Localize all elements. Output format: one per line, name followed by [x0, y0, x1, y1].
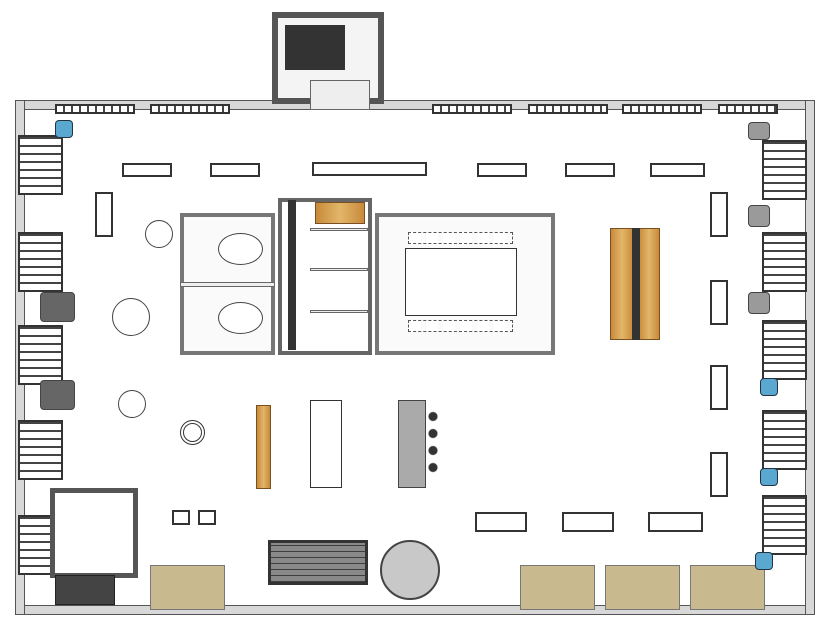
wooden-bench	[610, 228, 634, 340]
shelf	[95, 192, 113, 237]
window-bottom-2	[520, 565, 595, 610]
revolving-door	[380, 540, 440, 600]
kitchen-island	[398, 400, 426, 488]
accent-chair	[760, 378, 778, 396]
desk-row	[565, 163, 615, 177]
kitchen-counter	[312, 162, 427, 176]
corner-room-mat	[55, 575, 115, 605]
shelf	[710, 452, 728, 497]
restroom-wall	[310, 268, 368, 271]
conference-chairs	[408, 232, 513, 244]
lounge-chair	[40, 380, 75, 410]
restroom-wall	[310, 228, 368, 231]
window-right-5	[762, 495, 807, 555]
lounge-chair	[40, 292, 75, 322]
window-bottom-3	[605, 565, 680, 610]
wooden-table	[256, 405, 271, 489]
desk-cluster	[648, 512, 703, 532]
core-wall	[288, 200, 296, 350]
window-right-4	[762, 410, 807, 470]
desk-cluster	[475, 512, 527, 532]
lounge-chair	[748, 205, 770, 227]
small-table	[198, 510, 216, 525]
window-left-4	[18, 420, 63, 480]
small-table	[172, 510, 190, 525]
restroom-wall	[310, 310, 368, 313]
window-left-3	[18, 325, 63, 385]
accent-chair	[55, 120, 73, 138]
shelf	[710, 365, 728, 410]
round-table	[112, 298, 150, 336]
window-top-1	[55, 104, 135, 114]
conference-chairs	[408, 320, 513, 332]
meeting-table	[218, 302, 263, 334]
window-bottom-1	[150, 565, 225, 610]
tower-landing	[310, 80, 370, 110]
lounge-chair	[748, 292, 770, 314]
accent-chair	[755, 552, 773, 570]
corner-room	[50, 488, 138, 578]
round-table	[145, 220, 173, 248]
desk-cluster	[562, 512, 614, 532]
entrance-floor	[268, 540, 368, 585]
tower-shaft	[285, 25, 345, 70]
desk-row	[650, 163, 705, 177]
shelf	[710, 192, 728, 237]
accent-chair	[760, 468, 778, 486]
window-right-2	[762, 232, 807, 292]
lounge-chair	[748, 122, 770, 140]
desk-row	[477, 163, 527, 177]
shelf	[710, 280, 728, 325]
wooden-bench	[638, 228, 660, 340]
meeting-table	[218, 233, 263, 265]
window-right-3	[762, 320, 807, 380]
window-top-4	[528, 104, 608, 114]
window-bottom-4	[690, 565, 765, 610]
window-left-1	[18, 135, 63, 195]
window-right-1	[762, 140, 807, 200]
desk-row	[122, 163, 172, 177]
round-table	[118, 390, 146, 418]
round-table	[180, 420, 205, 445]
bar-stools	[428, 408, 438, 478]
window-top-2	[150, 104, 230, 114]
window-left-2	[18, 232, 63, 292]
staircase	[315, 202, 365, 224]
long-table	[310, 400, 342, 488]
meeting-room-divider	[180, 282, 275, 287]
bench-divider	[632, 228, 640, 340]
desk-row	[210, 163, 260, 177]
window-top-5	[622, 104, 702, 114]
window-top-3	[432, 104, 512, 114]
conference-table	[405, 248, 517, 316]
window-top-6	[718, 104, 778, 114]
